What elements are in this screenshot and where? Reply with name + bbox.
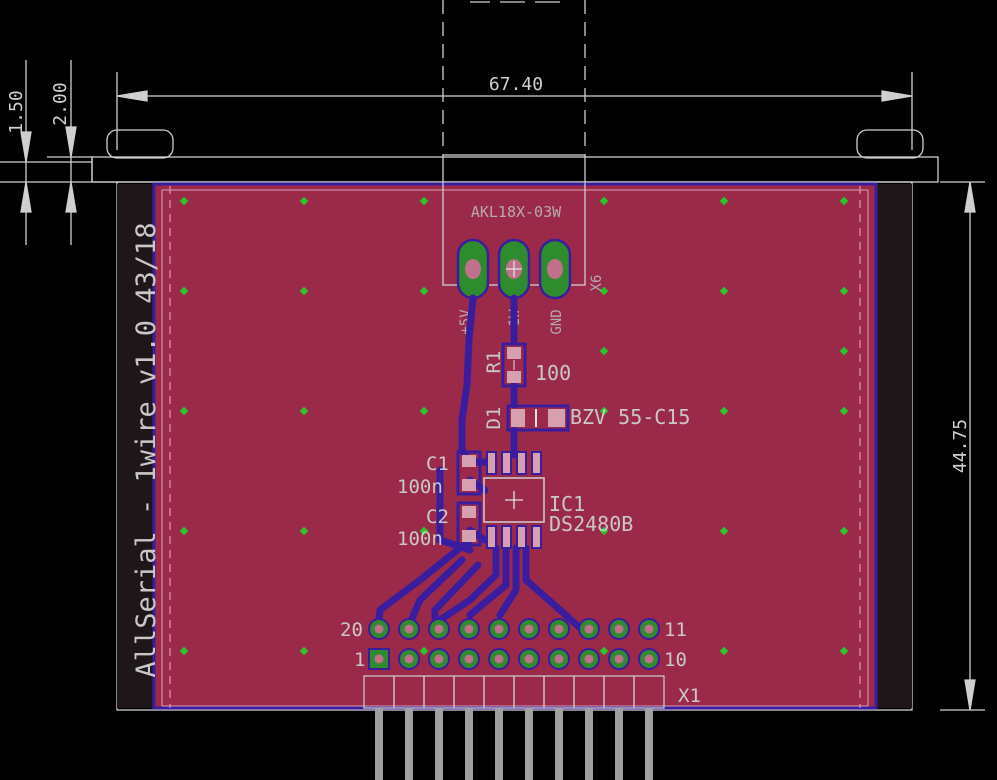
board-inner-outline <box>161 189 869 707</box>
via <box>419 196 429 206</box>
header-pad-hole <box>644 654 654 664</box>
ic1-value: DS2480B <box>549 512 633 536</box>
grid-vias <box>179 196 849 656</box>
header-pad-hole <box>464 654 474 664</box>
header-pin <box>645 708 653 780</box>
header-pad-hole <box>494 624 504 634</box>
via <box>599 646 609 656</box>
x1-pin-label-1: 1 <box>354 649 365 671</box>
resistor-r1[interactable] <box>501 342 527 388</box>
via <box>419 646 429 656</box>
via <box>719 286 729 296</box>
board-version-label: AllSerial - 1wire v1.0 43/18 <box>131 222 162 677</box>
via <box>419 286 429 296</box>
via <box>299 286 309 296</box>
header-pad-hole <box>614 654 624 664</box>
header-pin <box>405 708 413 780</box>
offset-dimension-label-b: 2.00 <box>50 82 71 125</box>
header-pin <box>555 708 563 780</box>
header-pad-hole <box>584 654 594 664</box>
width-dimension-label: 67.40 <box>489 74 543 95</box>
header-pad-hole <box>434 654 444 664</box>
via <box>299 646 309 656</box>
d1-value: BZV 55-C15 <box>570 405 690 429</box>
x1-pin-label-11: 11 <box>664 619 687 641</box>
header-pin <box>525 708 533 780</box>
header-x1-body <box>363 675 665 780</box>
header-pad-hole <box>584 624 594 634</box>
header-pad-hole <box>404 624 414 634</box>
x1-name: X1 <box>678 685 701 707</box>
via <box>179 406 189 416</box>
via <box>599 346 609 356</box>
via <box>179 286 189 296</box>
via <box>719 646 729 656</box>
header-pad-hole <box>644 624 654 634</box>
connector-x6-part: AKL18X-03W <box>471 203 562 221</box>
via <box>839 346 849 356</box>
c2-value: 100n <box>397 528 443 550</box>
via <box>599 406 609 416</box>
header-pad-hole <box>554 624 564 634</box>
header-pad-hole <box>494 654 504 664</box>
c1-value: 100n <box>397 476 443 498</box>
c2-name: C2 <box>426 506 449 528</box>
header-pin <box>585 708 593 780</box>
via <box>599 286 609 296</box>
x1-pin-label-10: 10 <box>664 649 687 671</box>
header-pad-hole <box>374 654 384 664</box>
header-pad-hole <box>404 654 414 664</box>
via <box>419 526 429 536</box>
right-rail <box>876 184 912 708</box>
pin-label-gnd: GND <box>549 309 565 334</box>
header-pin <box>375 708 383 780</box>
header-pad-hole <box>614 624 624 634</box>
via <box>179 196 189 206</box>
header-pad-hole <box>464 624 474 634</box>
ic1-name: IC1 <box>549 492 585 516</box>
x1-pin-label-20: 20 <box>340 619 363 641</box>
via <box>719 526 729 536</box>
header-pin <box>435 708 443 780</box>
header-pin <box>615 708 623 780</box>
via <box>719 406 729 416</box>
header-pin <box>465 708 473 780</box>
via <box>419 406 429 416</box>
height-dimension-label: 44.75 <box>950 419 971 473</box>
via <box>839 526 849 536</box>
connector-x6-pads[interactable] <box>456 238 572 300</box>
via <box>299 196 309 206</box>
offset-dimension-label-a: 1.50 <box>6 90 27 133</box>
header-pad-hole <box>524 624 534 634</box>
d1-name: D1 <box>483 407 505 430</box>
ic-ds2480b[interactable] <box>483 451 545 549</box>
diode-d1[interactable] <box>506 404 570 432</box>
r1-value: 100 <box>535 361 571 385</box>
r1-name: R1 <box>483 351 505 374</box>
c1-name: C1 <box>426 453 449 475</box>
via <box>299 526 309 536</box>
header-pin <box>495 708 503 780</box>
via <box>299 406 309 416</box>
capacitor-c2[interactable] <box>456 501 482 547</box>
via <box>839 406 849 416</box>
via <box>599 526 609 536</box>
left-rail <box>117 184 154 708</box>
connector-x6-name: X6 <box>589 275 605 292</box>
header-pad-hole <box>374 624 384 634</box>
via <box>839 646 849 656</box>
board-keepout-lines <box>169 186 861 708</box>
header-pad-hole <box>434 624 444 634</box>
dimension-lines <box>0 0 985 711</box>
header-x1-pads[interactable] <box>368 618 660 670</box>
header-pad-hole <box>524 654 534 664</box>
header-pad-hole <box>554 654 564 664</box>
capacitor-c1[interactable] <box>456 450 482 496</box>
via <box>839 286 849 296</box>
